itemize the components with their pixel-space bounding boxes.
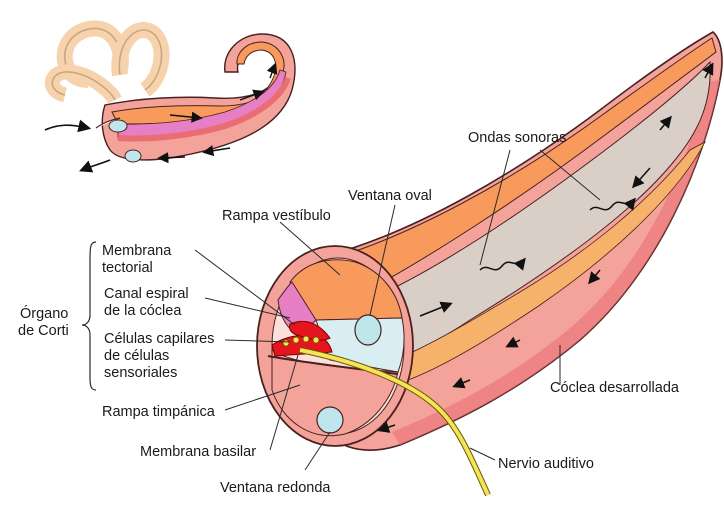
label-membrana-basilar: Membrana basilar (140, 444, 256, 460)
label-ventana-oval: Ventana oval (348, 188, 432, 204)
label-membrana-tectorial-2: tectorial (102, 260, 153, 276)
label-ondas-sonoras: Ondas sonoras (468, 130, 566, 146)
label-nervio-auditivo: Nervio auditivo (498, 456, 594, 472)
label-rampa-vestibulo: Rampa vestíbulo (222, 208, 331, 224)
round-window (317, 407, 343, 433)
label-membrana-tectorial-1: Membrana (102, 243, 172, 259)
semicircular-canals (52, 28, 161, 100)
label-coclea-desarrollada: Cóclea desarrollada (550, 380, 680, 396)
organ-of-corti-brace (82, 242, 96, 390)
label-ventana-redonda: Ventana redonda (220, 480, 331, 496)
label-celulas-3: sensoriales (104, 365, 177, 381)
label-canal-espiral-1: Canal espiral (104, 286, 189, 302)
oval-window (355, 315, 381, 345)
label-organo-1: Órgano (20, 305, 68, 322)
label-rampa-timpanica: Rampa timpánica (102, 404, 216, 420)
label-canal-espiral-2: de la cóclea (104, 303, 182, 319)
label-organo-2: de Corti (18, 323, 69, 339)
label-celulas-2: de células (104, 348, 169, 364)
label-celulas-1: Células capilares (104, 331, 214, 347)
inner-ear-overview (45, 28, 296, 170)
